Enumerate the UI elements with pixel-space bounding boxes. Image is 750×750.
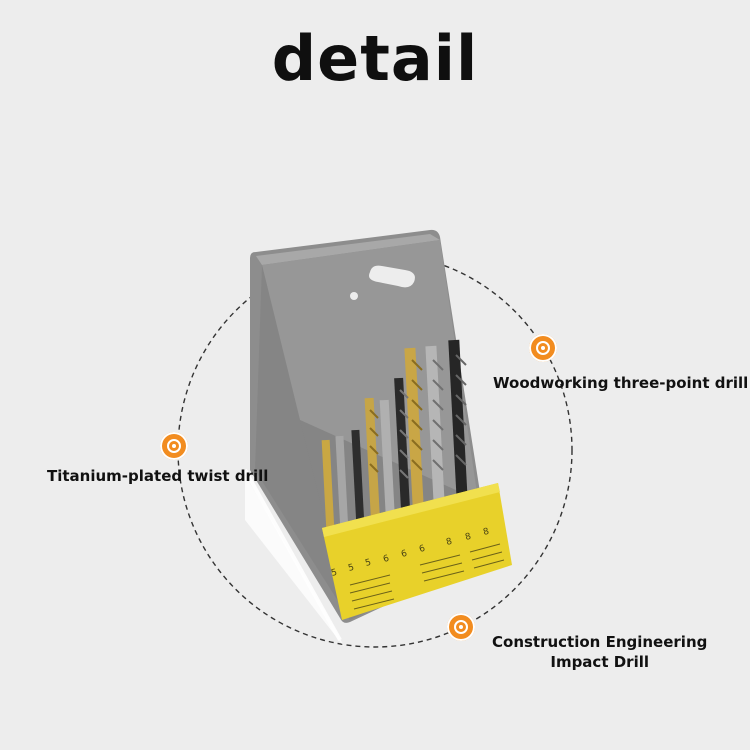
svg-text:5: 5 <box>330 568 338 579</box>
callout-construction-line1: Construction Engineering <box>492 633 708 651</box>
svg-text:8: 8 <box>445 537 453 548</box>
svg-text:6: 6 <box>418 544 426 555</box>
callout-titanium: Titanium-plated twist drill <box>47 467 269 485</box>
svg-text:8: 8 <box>464 532 472 543</box>
callout-construction-line2: Impact Drill <box>550 653 649 671</box>
svg-text:5: 5 <box>364 558 372 569</box>
target-icon <box>529 334 557 362</box>
svg-text:8: 8 <box>482 527 490 538</box>
callout-construction: Construction Engineering Impact Drill <box>492 632 707 672</box>
callout-woodworking: Woodworking three-point drill <box>493 374 749 392</box>
drill-bits <box>321 339 469 533</box>
svg-text:5: 5 <box>347 563 355 574</box>
target-icon <box>160 432 188 460</box>
hanger-hole <box>369 265 415 288</box>
target-icon <box>447 613 475 641</box>
page-title: detail <box>271 22 479 95</box>
svg-text:6: 6 <box>400 549 408 560</box>
svg-text:6: 6 <box>382 554 390 565</box>
